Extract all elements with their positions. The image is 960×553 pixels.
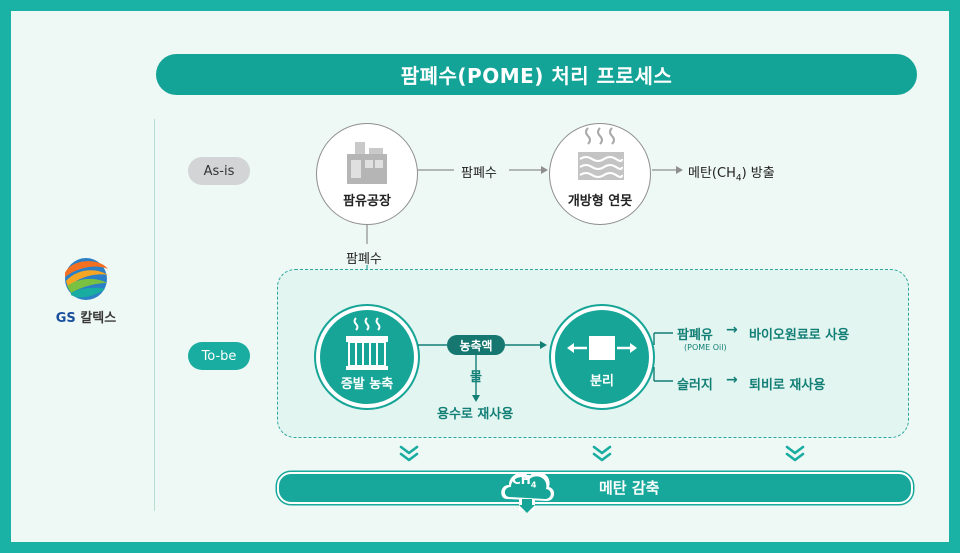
- evaporation-label: 증발 농축: [340, 377, 394, 392]
- arrow-to-compost: →: [726, 372, 738, 388]
- page-title: 팜폐수(POME) 처리 프로세스: [156, 54, 917, 95]
- water-reuse-label: 용수로 재사용: [437, 407, 514, 422]
- chevron-down-icon: [785, 445, 805, 462]
- sludge-label: 슬러지: [677, 378, 713, 393]
- separation-label: 분리: [590, 374, 614, 389]
- bio-feedstock-label: 바이오원료로 사용: [749, 328, 850, 343]
- gs-caltex-logo: GS 칼텍스: [41, 255, 131, 327]
- asis-pill: As-is: [188, 157, 250, 185]
- tobe-connectors: [418, 332, 673, 402]
- diagram-canvas: 팜폐수(POME) 처리 프로세스 GS 칼텍스 As-is To-be 팜유공…: [11, 11, 949, 542]
- emission-pre: 메탄(CH: [688, 166, 736, 181]
- pond-icon: [578, 127, 624, 180]
- open-pond-node: 개방형 연못: [549, 123, 651, 225]
- separator-icon: [567, 336, 637, 360]
- ch4-label: CH4: [512, 473, 536, 489]
- evaporation-node: 증발 농축: [316, 306, 418, 408]
- ch4-sub: 4: [530, 480, 537, 490]
- tobe-pill: To-be: [188, 342, 250, 370]
- ch4-pre: CH: [512, 473, 531, 487]
- methane-reduction-bar: 메탄 감축: [277, 472, 913, 504]
- pond-label: 개방형 연못: [567, 194, 633, 209]
- chevron-down-icon: [592, 445, 612, 462]
- compost-label: 퇴비로 재사용: [749, 378, 826, 393]
- mill-label: 팜유공장: [343, 194, 391, 209]
- divider-line: [154, 119, 155, 511]
- wastewater-label-1: 팜폐수: [461, 166, 497, 181]
- concentrate-badge: 농축액: [447, 335, 505, 355]
- logo-brand: GS: [55, 311, 76, 326]
- wastewater-label-2: 팜폐수: [346, 252, 382, 267]
- arrow-to-bio: →: [726, 322, 738, 338]
- emission-post: ) 방출: [741, 166, 775, 181]
- emission-sub: 4: [735, 173, 742, 184]
- evaporator-icon: [346, 317, 388, 370]
- ch4-cloud-icon: [501, 472, 555, 513]
- logo-icon: [65, 258, 108, 300]
- logo-text: GS 칼텍스: [41, 307, 131, 326]
- separation-node: 분리: [551, 306, 653, 408]
- water-label: 물: [470, 370, 482, 385]
- methane-reduction-label: 메탄 감축: [599, 479, 660, 497]
- logo-name: 칼텍스: [80, 311, 117, 326]
- palm-oil-label: 팜폐유: [677, 328, 713, 343]
- factory-icon: [347, 142, 387, 184]
- chevron-down-icon: [399, 445, 419, 462]
- methane-emission-label: 메탄(CH4) 방출: [688, 162, 775, 184]
- down-chevrons: [399, 445, 805, 462]
- palm-oil-mill-node: 팜유공장: [316, 123, 418, 225]
- pome-oil-label: (POME Oil): [684, 343, 727, 352]
